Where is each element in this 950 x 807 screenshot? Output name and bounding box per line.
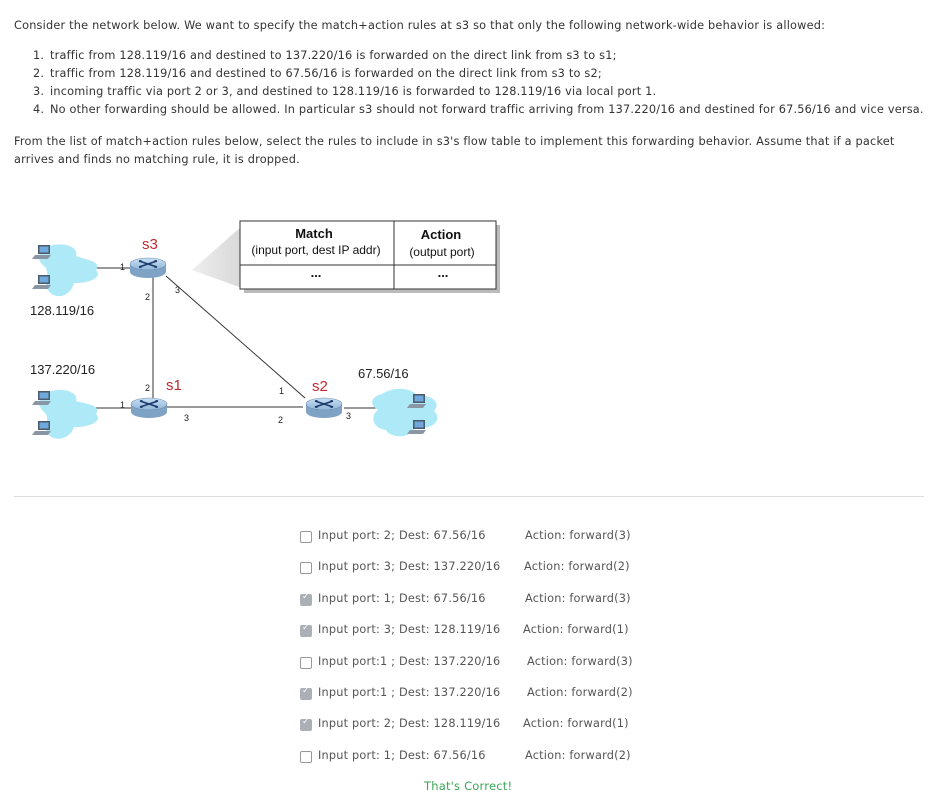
rule-checkbox[interactable] (300, 686, 312, 700)
rule-options: Input port: 2; Dest: 67.56/16 Action: fo… (300, 528, 660, 779)
rule-option[interactable]: Input port: 2; Dest: 67.56/16 Action: fo… (300, 528, 660, 559)
rule-match-label: Input port: 1; Dest: 67.56/16 (318, 591, 486, 605)
port-label: 2 (145, 292, 150, 302)
rule-action-label: Action: forward(2) (527, 685, 633, 699)
subnet-label: 137.220/16 (30, 362, 95, 377)
rule-action-label: Action: forward(3) (525, 591, 631, 605)
host-computer-icon (32, 275, 51, 289)
flow-table: Match (input port, dest IP addr) Action … (239, 220, 500, 293)
rule-option[interactable]: Input port: 1; Dest: 67.56/16 Action: fo… (300, 748, 660, 779)
subnet-67-cloud (372, 388, 438, 437)
question-intro: Consider the network below. We want to s… (14, 19, 826, 32)
feedback-message: That's Correct! (424, 779, 513, 793)
rule-checkbox[interactable] (300, 562, 312, 575)
rule-checkbox[interactable] (300, 717, 312, 732)
port-label: 3 (184, 413, 189, 423)
rule-action-label: Action: forward(1) (523, 623, 629, 637)
port-label: 1 (120, 262, 125, 272)
switch-s1-label: s1 (166, 377, 182, 394)
requirement-item: traffic from 128.119/16 and destined to … (48, 65, 934, 83)
switch-s2-icon (305, 397, 343, 419)
rule-match-label: Input port:1 ; Dest: 137.220/16 (318, 685, 501, 699)
rule-option[interactable]: Input port: 2; Dest: 128.119/16 Action: … (300, 716, 660, 747)
rule-action-label: Action: forward(3) (527, 654, 633, 668)
rule-match-label: Input port: 3; Dest: 128.119/16 (318, 623, 501, 637)
port-label: 2 (278, 415, 283, 425)
requirements-list: traffic from 128.119/16 and destined to … (14, 47, 934, 119)
requirement-item: traffic from 128.119/16 and destined to … (48, 47, 934, 65)
table-callout-shadow (192, 226, 242, 288)
host-computer-icon (32, 391, 51, 405)
rule-match-label: Input port:1 ; Dest: 137.220/16 (318, 654, 501, 668)
port-label: 2 (145, 383, 150, 393)
rule-action-label: Action: forward(2) (524, 560, 630, 574)
switch-s3-label: s3 (142, 236, 158, 253)
table-match-header: Match (295, 226, 333, 241)
subnet-137-cloud (32, 389, 98, 439)
port-label: 1 (120, 400, 125, 410)
rule-checkbox[interactable] (300, 592, 312, 606)
rule-action-label: Action: forward(3) (525, 529, 631, 542)
rule-action-label: Action: forward(1) (523, 717, 629, 731)
switch-s3-icon (129, 257, 167, 279)
rule-checkbox[interactable] (300, 531, 312, 543)
table-match-subheader: (input port, dest IP addr) (251, 243, 380, 257)
rule-option[interactable]: Input port: 3; Dest: 137.220/16 Action: … (300, 559, 660, 590)
subnet-label: 128.119/16 (30, 303, 94, 318)
question-instruction: From the list of match+action rules belo… (14, 135, 895, 166)
question-text: Consider the network below. We want to s… (14, 17, 934, 169)
rule-match-label: Input port: 3; Dest: 137.220/16 (318, 560, 501, 574)
table-match-ellipsis: ... (311, 265, 322, 280)
port-label: 3 (346, 411, 351, 421)
section-divider (14, 496, 924, 497)
rule-option[interactable]: Input port: 1; Dest: 67.56/16 Action: fo… (300, 591, 660, 622)
port-label: 1 (279, 386, 284, 396)
subnet-label: 67.56/16 (358, 366, 409, 381)
requirement-item: No other forwarding should be allowed. I… (48, 101, 934, 119)
host-computer-icon (32, 245, 51, 259)
subnet-128-cloud (32, 244, 98, 297)
table-action-header: Action (421, 227, 462, 242)
network-diagram: s3 s1 s2 1 2 3 1 2 3 1 2 3 128.119/16 13… (30, 220, 500, 439)
table-action-ellipsis: ... (438, 265, 449, 280)
rule-match-label: Input port: 1; Dest: 67.56/16 (318, 748, 486, 762)
rule-checkbox[interactable] (300, 623, 312, 638)
rule-checkbox[interactable] (300, 750, 312, 763)
rule-action-label: Action: forward(2) (525, 748, 631, 762)
rule-option[interactable]: Input port:1 ; Dest: 137.220/16 Action: … (300, 654, 660, 685)
rule-checkbox[interactable] (300, 656, 312, 669)
switch-s2-label: s2 (312, 378, 328, 395)
rule-match-label: Input port: 2; Dest: 67.56/16 (318, 529, 486, 542)
requirement-item: incoming traffic via port 2 or 3, and de… (48, 83, 934, 101)
rule-match-label: Input port: 2; Dest: 128.119/16 (318, 717, 501, 731)
host-computer-icon (32, 421, 51, 435)
port-label: 3 (175, 285, 180, 295)
rule-option[interactable]: Input port: 3; Dest: 128.119/16 Action: … (300, 622, 660, 653)
table-action-subheader: (output port) (409, 245, 474, 259)
switch-s1-icon (130, 397, 168, 419)
rule-option[interactable]: Input port:1 ; Dest: 137.220/16 Action: … (300, 685, 660, 716)
link-s3-s2 (165, 275, 306, 399)
